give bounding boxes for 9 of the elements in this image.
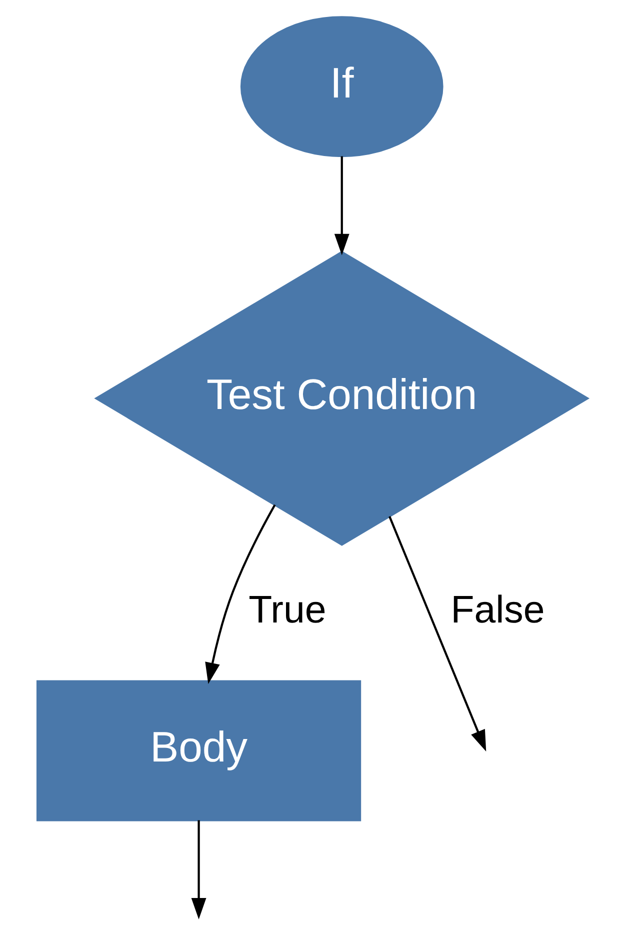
node-diamond: Test Condition bbox=[94, 250, 590, 546]
arrow bbox=[334, 156, 350, 256]
edge-label: True bbox=[248, 588, 326, 632]
arrow bbox=[205, 504, 276, 684]
edge-label: False bbox=[450, 588, 545, 632]
node-box: Body bbox=[36, 680, 362, 822]
arrow bbox=[388, 516, 486, 752]
arrow bbox=[191, 820, 206, 920]
node-ellipse: If bbox=[240, 16, 444, 158]
